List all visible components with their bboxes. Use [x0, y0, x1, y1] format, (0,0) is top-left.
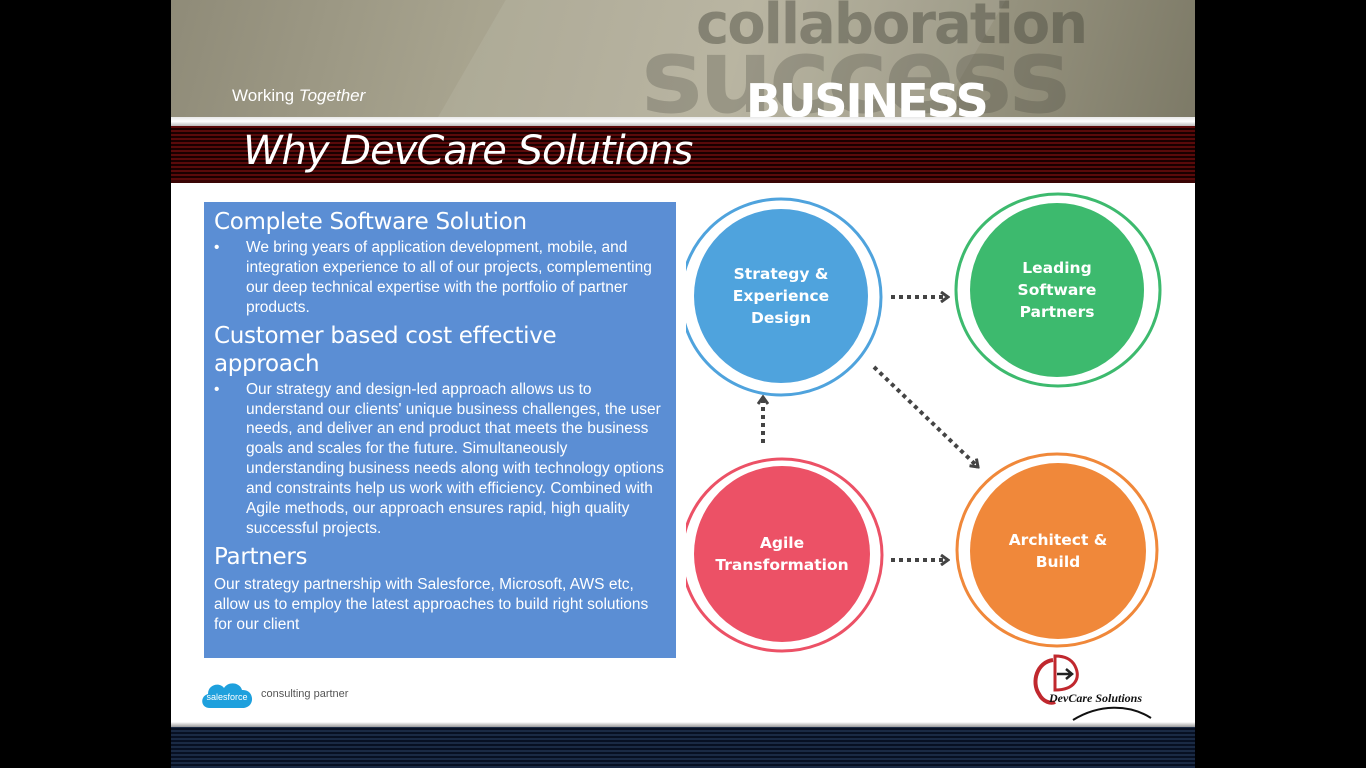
header-separator	[171, 117, 1195, 126]
brand-word: BUSINESS	[746, 74, 989, 117]
tagline-italic: Together	[298, 86, 366, 105]
heading-software-solution: Complete Software Solution	[214, 209, 527, 235]
partners-text: Our strategy partnership with Salesforce…	[214, 575, 649, 633]
architect-circle: Architect & Build	[970, 463, 1146, 639]
watermark-success: success	[641, 15, 1071, 117]
list-item: • We bring years of application developme…	[214, 238, 666, 318]
watermark-collaboration: collaboration	[696, 0, 1088, 57]
agile-circle: Agile Transformation	[694, 466, 870, 642]
devcare-logo-text: DevCare Solutions	[1048, 691, 1142, 705]
architect-label: Architect & Build	[1008, 531, 1108, 571]
list-item: • Our strategy and design-led approach al…	[214, 380, 666, 539]
agile-ring	[686, 457, 884, 653]
tagline: Working Together	[232, 86, 365, 106]
diagram-arrows	[686, 192, 1162, 653]
header-banner: success collaboration BUSINESS Working T…	[171, 0, 1195, 117]
agile-label: Agile Transformation	[715, 534, 849, 574]
strategy-label: Strategy & Experience Design	[732, 265, 830, 327]
bullet-glyph: •	[214, 239, 220, 256]
title-bar	[171, 126, 1195, 183]
strategy-circle: Strategy & Experience Design	[694, 209, 868, 383]
tagline-plain: Working	[232, 86, 295, 105]
salesforce-logo-text: salesforce	[206, 692, 247, 702]
architect-ring	[955, 452, 1159, 648]
partners-circle: Leading Software Partners	[970, 203, 1144, 377]
heading-partners: Partners	[214, 543, 308, 570]
bullet-text: Our strategy and design-led approach all…	[246, 380, 664, 537]
devcare-logo: DevCare Solutions	[1033, 654, 1152, 721]
bullet-glyph: •	[214, 380, 220, 398]
list-cost-effective: • Our strategy and design-led approach al…	[214, 380, 666, 539]
bullet-text: We bring years of application developmen…	[246, 239, 652, 316]
salesforce-logo: salesforce	[202, 683, 253, 708]
arrow-diagonal	[872, 365, 978, 467]
text-panel: Complete Software Solution • We bring yea…	[204, 202, 676, 658]
salesforce-caption: consulting partner	[261, 688, 349, 700]
page-title: Why DevCare Solutions	[243, 128, 693, 174]
footer-band	[171, 722, 1195, 768]
list-software-solution: • We bring years of application developme…	[214, 238, 666, 318]
heading-cost-effective: Customer based cost effective approach	[214, 322, 557, 377]
partners-label: Leading Software Partners	[1017, 259, 1097, 321]
partners-ring	[954, 192, 1162, 388]
slide: success collaboration BUSINESS Working T…	[171, 0, 1195, 768]
strategy-ring	[686, 197, 883, 397]
process-diagram: Strategy & Experience Design Leading Sof…	[686, 185, 1166, 655]
